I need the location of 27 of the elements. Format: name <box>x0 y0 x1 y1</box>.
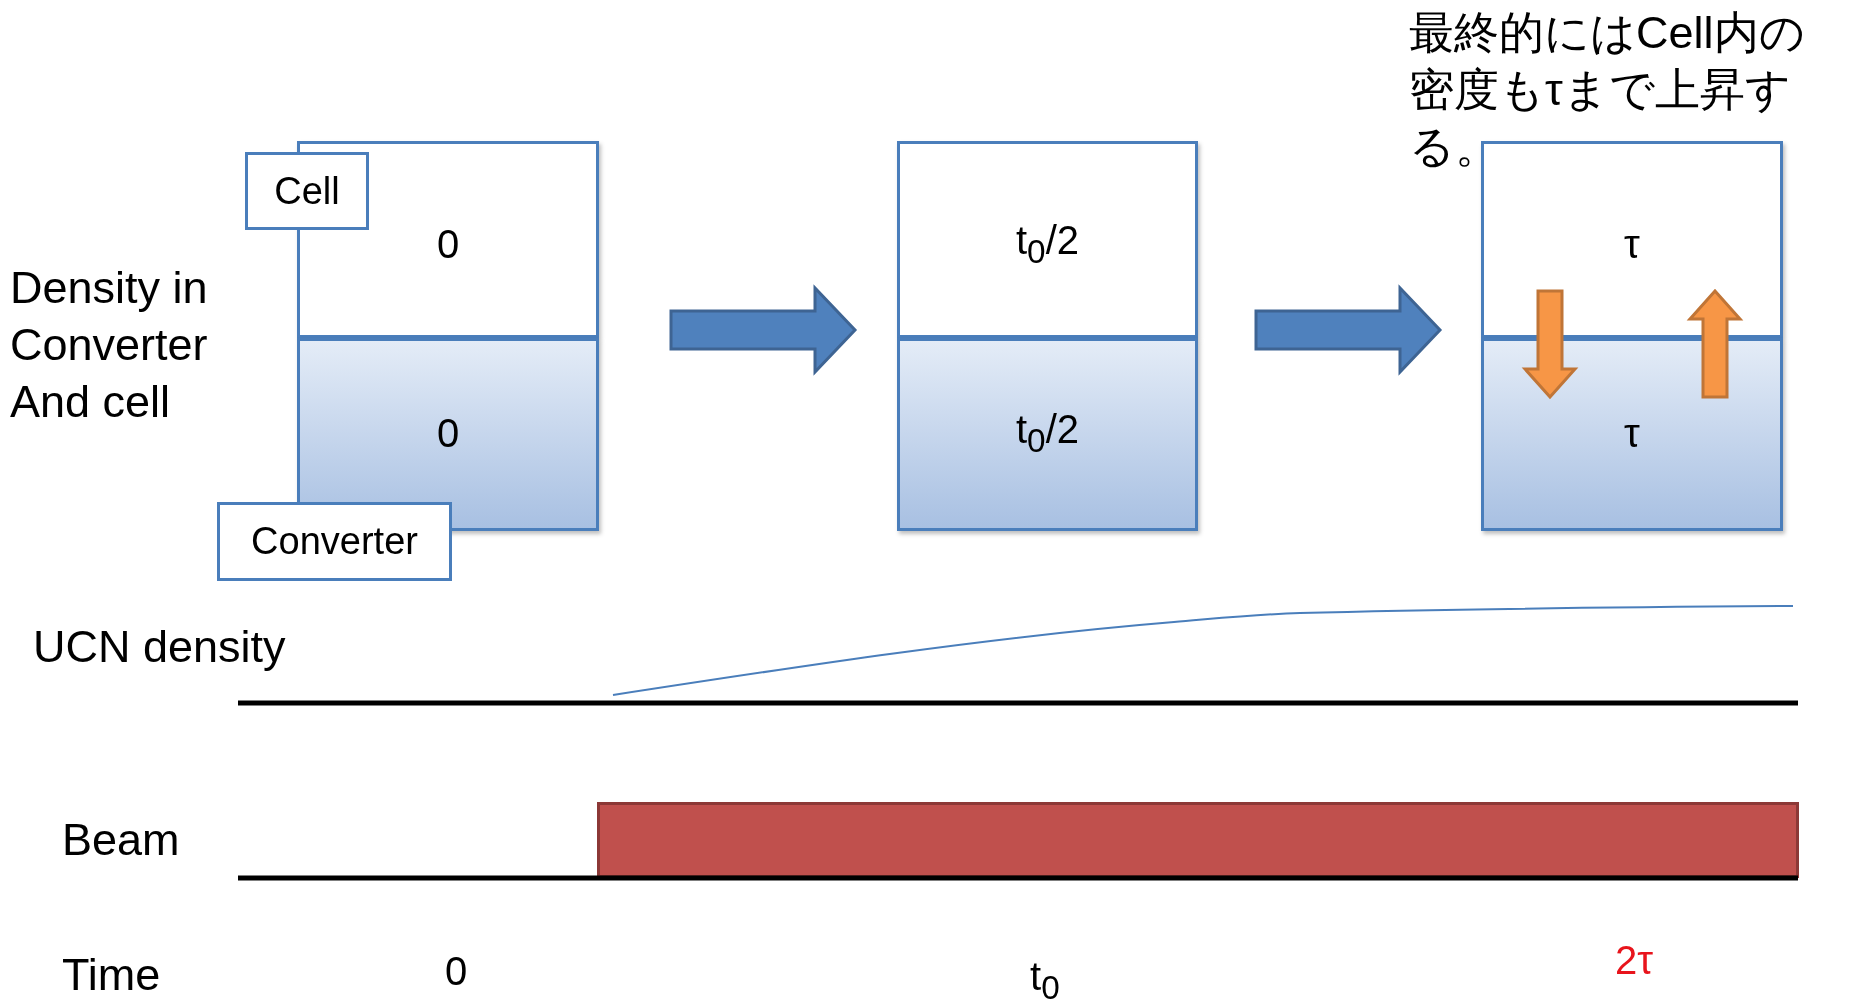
block-arrow <box>669 284 858 376</box>
block-arrow <box>1254 284 1443 376</box>
time-tick-label: t$_{0}$ <box>1030 953 1060 1003</box>
box-label: Converter <box>251 520 418 563</box>
density-value: 0 <box>436 411 460 456</box>
cell-box <box>897 141 1198 338</box>
label-box <box>217 502 452 581</box>
density-value: 0 <box>436 222 460 267</box>
density-value: τ <box>1624 222 1640 267</box>
density-value: t$_{0}$/2 <box>1016 218 1079 271</box>
row-label: Time <box>62 948 162 1002</box>
row-label: Beam <box>62 813 181 867</box>
converter-box <box>897 338 1198 531</box>
density-value: t$_{0}$/2 <box>1016 407 1079 460</box>
box-label: Cell <box>274 169 340 213</box>
row-label: UCN density <box>33 620 287 674</box>
block-arrow <box>1521 289 1579 400</box>
beam-pulse-bar <box>597 802 1799 878</box>
density-value: τ <box>1624 411 1640 456</box>
cell-box <box>1481 141 1783 338</box>
label-box <box>245 152 369 230</box>
time-tick-label: 0 <box>445 948 468 995</box>
block-arrow <box>1686 288 1744 399</box>
time-tick-label: 2τ <box>1615 937 1654 984</box>
axis-label: Density in Converter And cell <box>10 261 209 429</box>
note-text: 最終的にはCell内の密度もτまで上昇する。 <box>1409 6 1806 174</box>
converter-box <box>1481 338 1783 531</box>
